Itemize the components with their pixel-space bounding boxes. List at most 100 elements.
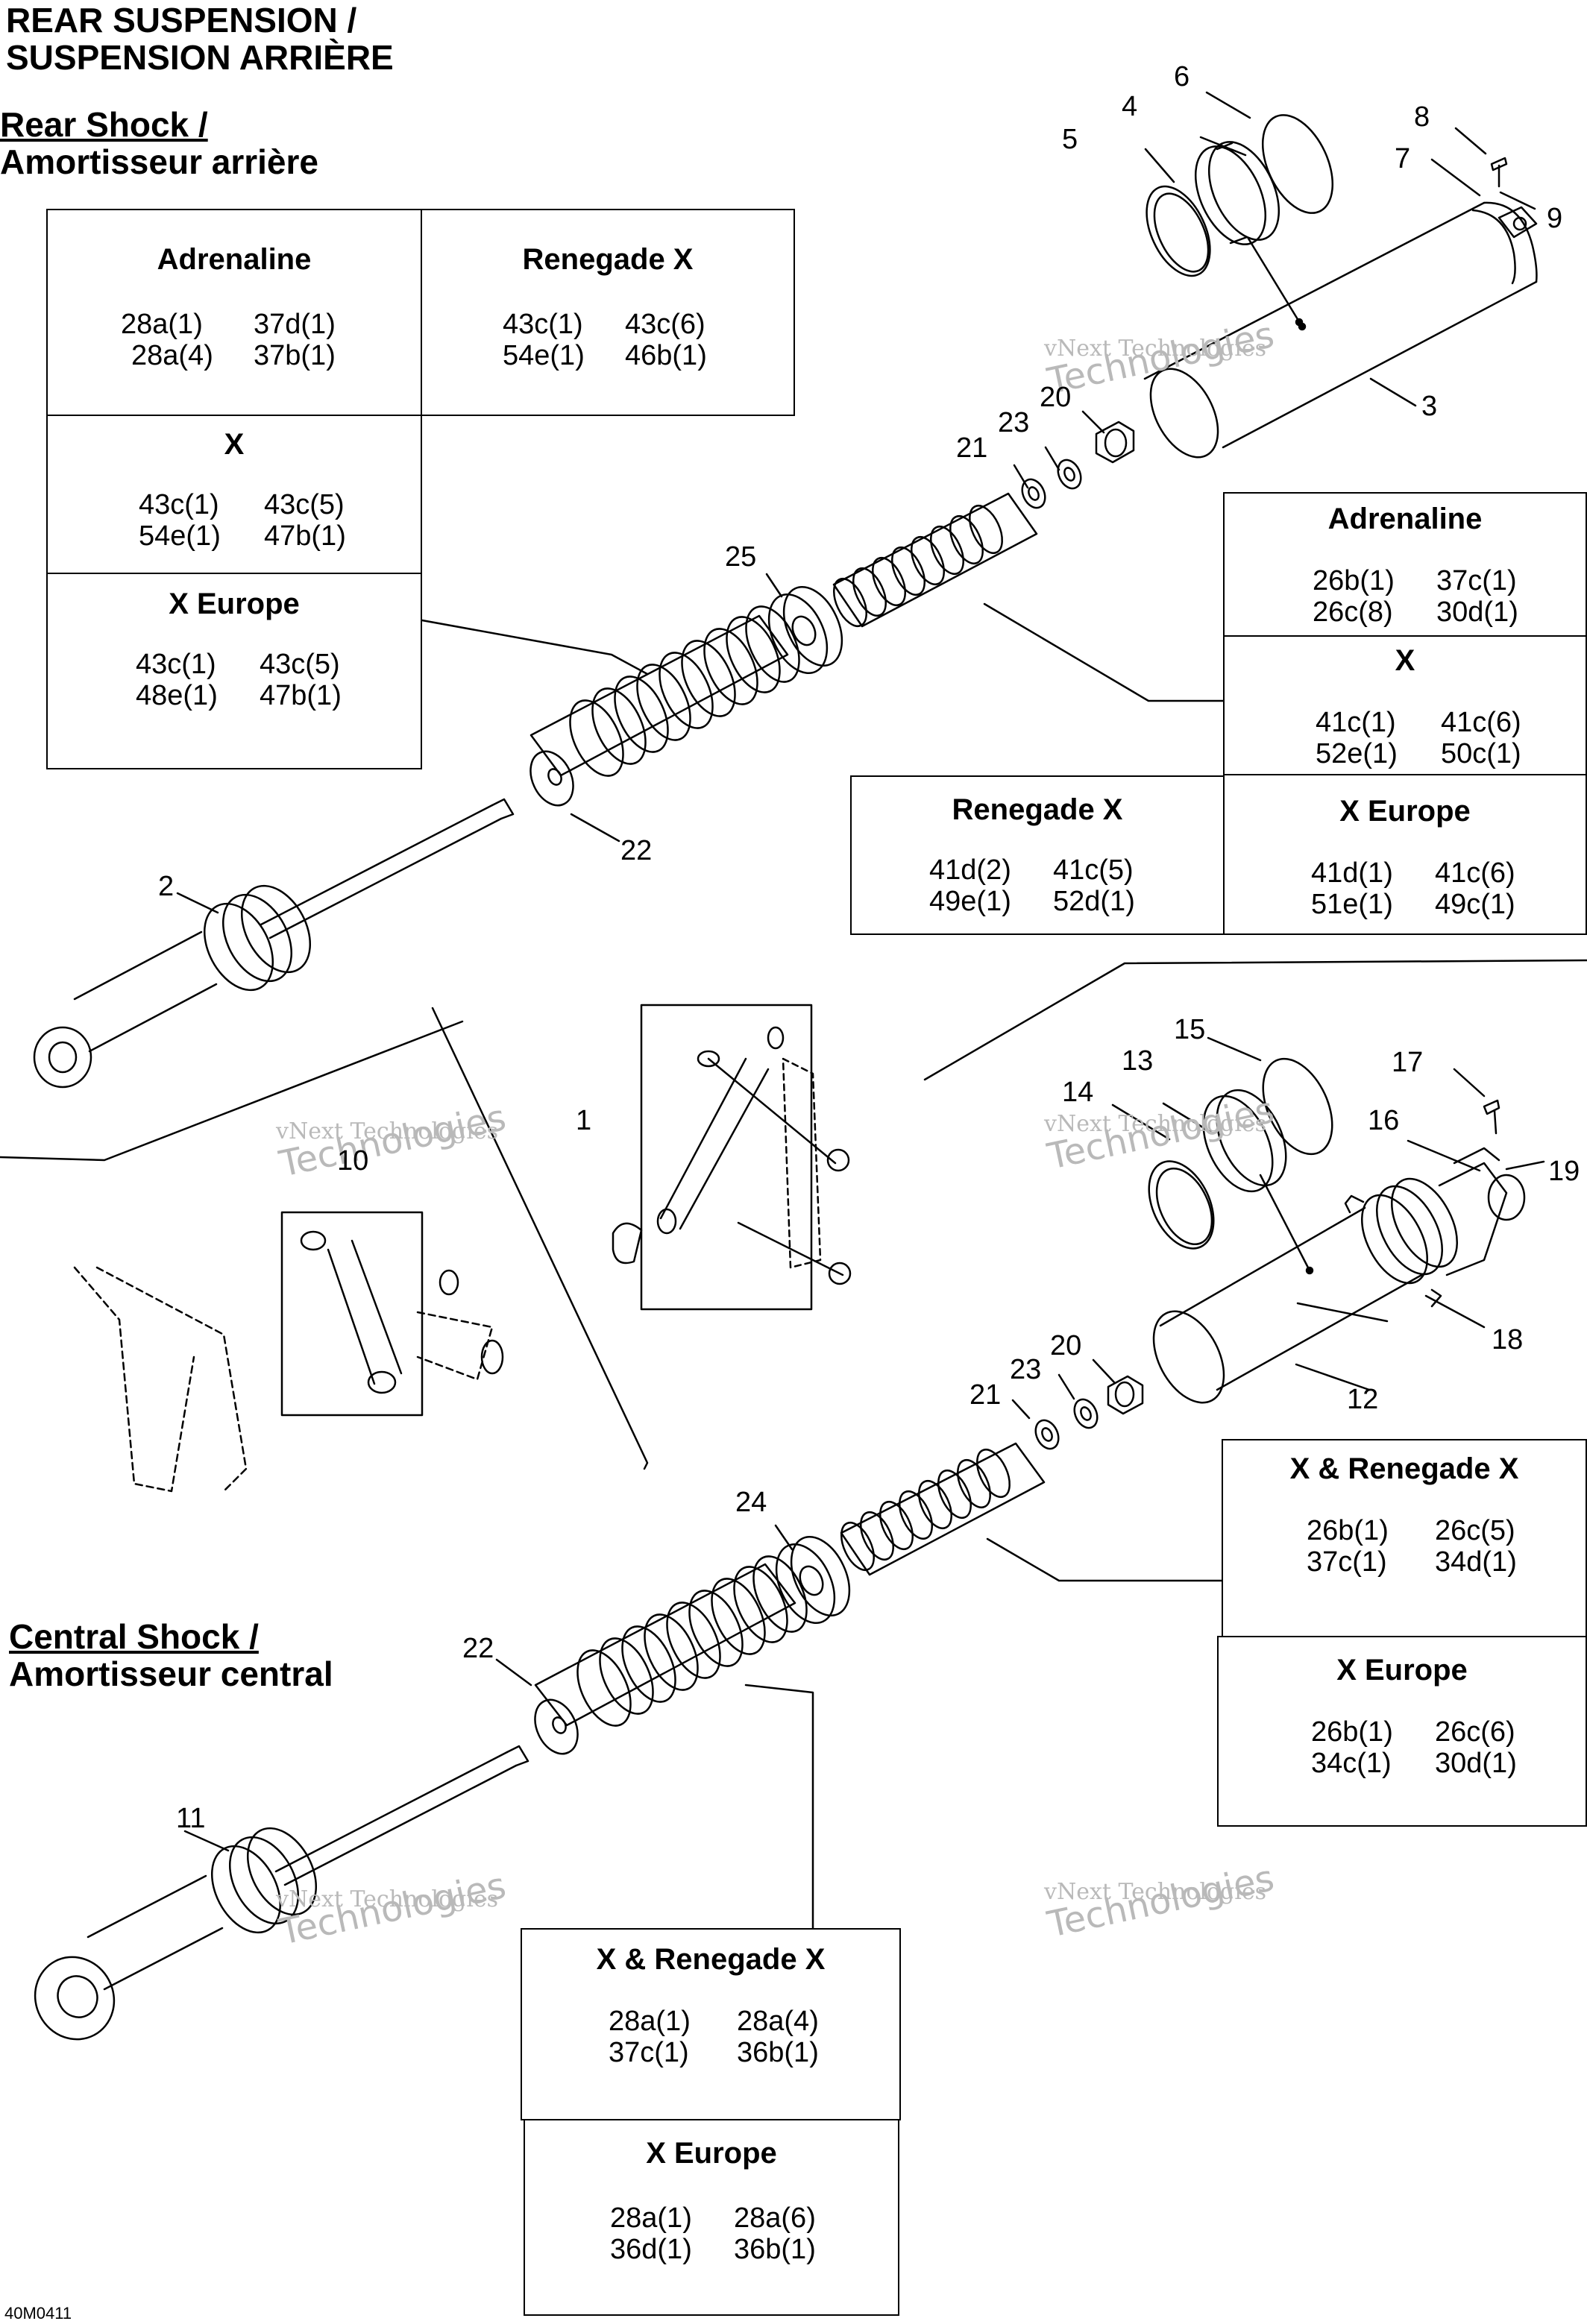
- part-ref: 36b(1): [734, 2234, 816, 2265]
- callout-7: 7: [1395, 143, 1411, 174]
- part-ref: 49e(1): [929, 886, 1011, 917]
- part-ref: 26c(8): [1313, 596, 1393, 628]
- part-ref: 41c(1): [1316, 707, 1396, 738]
- part-ref: 43c(1): [136, 649, 216, 680]
- callout-6: 6: [1174, 61, 1190, 92]
- part-ref: 37c(1): [1307, 1546, 1387, 1578]
- part-ref: 28a(1): [610, 2202, 692, 2234]
- part-ref: 28a(4): [131, 340, 213, 371]
- callout-21-rear: 21: [956, 432, 988, 464]
- part-ref: 43c(1): [139, 489, 219, 520]
- callout-9: 9: [1547, 203, 1563, 234]
- part-ref: 41c(5): [1053, 854, 1134, 886]
- part-ref: 26c(5): [1435, 1515, 1515, 1546]
- part-ref: 50c(1): [1441, 738, 1521, 769]
- part-ref: 37b(1): [254, 340, 336, 371]
- table-title: X Europe: [646, 2137, 777, 2170]
- table-title: Adrenaline: [1327, 503, 1483, 535]
- table-x-europe-rear: X Europe 43c(1) 43c(5) 48e(1) 47b(1): [46, 573, 422, 769]
- table-renegade-x-rear: Renegade X 43c(1) 43c(6) 54e(1) 46b(1): [421, 209, 795, 416]
- central-shock-heading-fr: Amortisseur central: [9, 1654, 333, 1693]
- part-ref: 43c(5): [260, 649, 340, 680]
- callout-15: 15: [1174, 1014, 1206, 1045]
- rear-shock-heading-fr: Amortisseur arrière: [0, 142, 318, 181]
- drawing-code: 40M0411: [4, 2304, 72, 2323]
- part-ref: 28a(6): [734, 2202, 816, 2234]
- part-ref: 26b(1): [1307, 1515, 1389, 1546]
- part-ref: 46b(1): [625, 340, 707, 371]
- thumb-central-shock: [73, 1230, 504, 1493]
- part-ref: 26b(1): [1311, 1716, 1393, 1748]
- rear-shock-rod: [33, 798, 515, 1089]
- callout-21-central: 21: [970, 1379, 1002, 1411]
- callout-18: 18: [1492, 1324, 1524, 1355]
- table-title: X & Renegade X: [596, 1943, 826, 1976]
- central-ring-parts: [1148, 1057, 1333, 1250]
- callout-8: 8: [1414, 101, 1430, 133]
- callout-11: 11: [176, 1803, 206, 1834]
- callout-5: 5: [1062, 124, 1078, 155]
- table-title: X Europe: [1336, 1654, 1468, 1687]
- part-ref: 28a(1): [609, 2006, 691, 2037]
- part-ref: 41d(1): [1311, 857, 1393, 889]
- part-ref: 30d(1): [1435, 1748, 1517, 1779]
- central-shock-rod: [34, 1745, 529, 2041]
- part-ref: 47b(1): [260, 680, 342, 711]
- part-ref: 28a(1): [121, 309, 203, 340]
- callout-23-central: 23: [1010, 1354, 1042, 1385]
- page-title-fr: SUSPENSION ARRIÈRE: [6, 38, 394, 77]
- table-title: X Europe: [169, 588, 300, 620]
- table-title: X: [1395, 644, 1415, 677]
- central-spring-seat: [775, 1536, 851, 1624]
- table-title: Renegade X: [952, 793, 1123, 826]
- table-title: X Europe: [1339, 795, 1471, 828]
- callout-13: 13: [1122, 1045, 1154, 1077]
- part-ref: 51e(1): [1311, 889, 1393, 920]
- table-x-europe-spring: X Europe 41d(1) 41c(6) 51e(1) 49c(1): [1223, 774, 1587, 935]
- table-x-spring: X 41c(1) 41c(6) 52e(1) 50c(1): [1223, 635, 1587, 775]
- central-small-spring: [840, 1449, 1011, 1571]
- callout-22-rear: 22: [620, 835, 653, 866]
- central-large-spring: [576, 1555, 808, 1727]
- rear-ring-parts: [1146, 114, 1334, 277]
- table-x-renegade-x-central-spring: X & Renegade X 26b(1) 26c(5) 37c(1) 34d(…: [1222, 1439, 1587, 1637]
- part-ref: 54e(1): [503, 340, 585, 371]
- table-title: X & Renegade X: [1289, 1452, 1519, 1485]
- callout-3: 3: [1421, 391, 1438, 422]
- part-ref: 43c(6): [625, 309, 705, 340]
- part-ref: 34c(1): [1311, 1748, 1392, 1779]
- part-ref: 49c(1): [1435, 889, 1515, 920]
- table-title: Renegade X: [522, 243, 694, 276]
- callout-16: 16: [1368, 1105, 1400, 1136]
- table-x-rear: X 43c(1) 43c(5) 54e(1) 47b(1): [46, 415, 422, 574]
- part-ref: 54e(1): [139, 520, 221, 552]
- part-ref: 34d(1): [1435, 1546, 1517, 1578]
- thumb-rear-shock: [612, 1026, 852, 1285]
- part-ref: 37c(1): [609, 2037, 689, 2068]
- table-adrenaline-spring: Adrenaline 26b(1) 37c(1) 26c(8) 30d(1): [1223, 492, 1587, 637]
- callout-19: 19: [1548, 1156, 1580, 1187]
- part-ref: 48e(1): [136, 680, 218, 711]
- callout-17: 17: [1392, 1047, 1424, 1078]
- part-ref: 37c(1): [1436, 565, 1517, 596]
- part-ref: 41d(2): [929, 854, 1011, 886]
- callout-24: 24: [735, 1487, 767, 1518]
- part-ref: 41c(6): [1441, 707, 1521, 738]
- part-ref: 26c(6): [1435, 1716, 1515, 1748]
- part-ref: 28a(4): [737, 2006, 819, 2037]
- table-x-europe-central: X Europe 28a(1) 28a(6) 36d(1) 36b(1): [524, 2119, 899, 2316]
- callout-23-rear: 23: [998, 407, 1030, 438]
- part-ref: 37d(1): [254, 309, 336, 340]
- part-ref: 43c(1): [503, 309, 583, 340]
- part-ref: 36b(1): [737, 2037, 819, 2068]
- central-shock-heading: Central Shock /: [9, 1617, 259, 1656]
- callout-20-central: 20: [1050, 1330, 1082, 1361]
- callout-12: 12: [1347, 1384, 1379, 1415]
- table-renegade-x-spring: Renegade X 41d(2) 41c(5) 49e(1) 52d(1): [850, 775, 1225, 935]
- callout-10: 10: [337, 1145, 369, 1177]
- part-ref: 47b(1): [264, 520, 346, 552]
- rear-shock-body: [1143, 201, 1538, 459]
- rear-nut-washers: [1021, 421, 1135, 509]
- table-x-europe-central-spring: X Europe 26b(1) 26c(6) 34c(1) 30d(1): [1217, 1636, 1587, 1827]
